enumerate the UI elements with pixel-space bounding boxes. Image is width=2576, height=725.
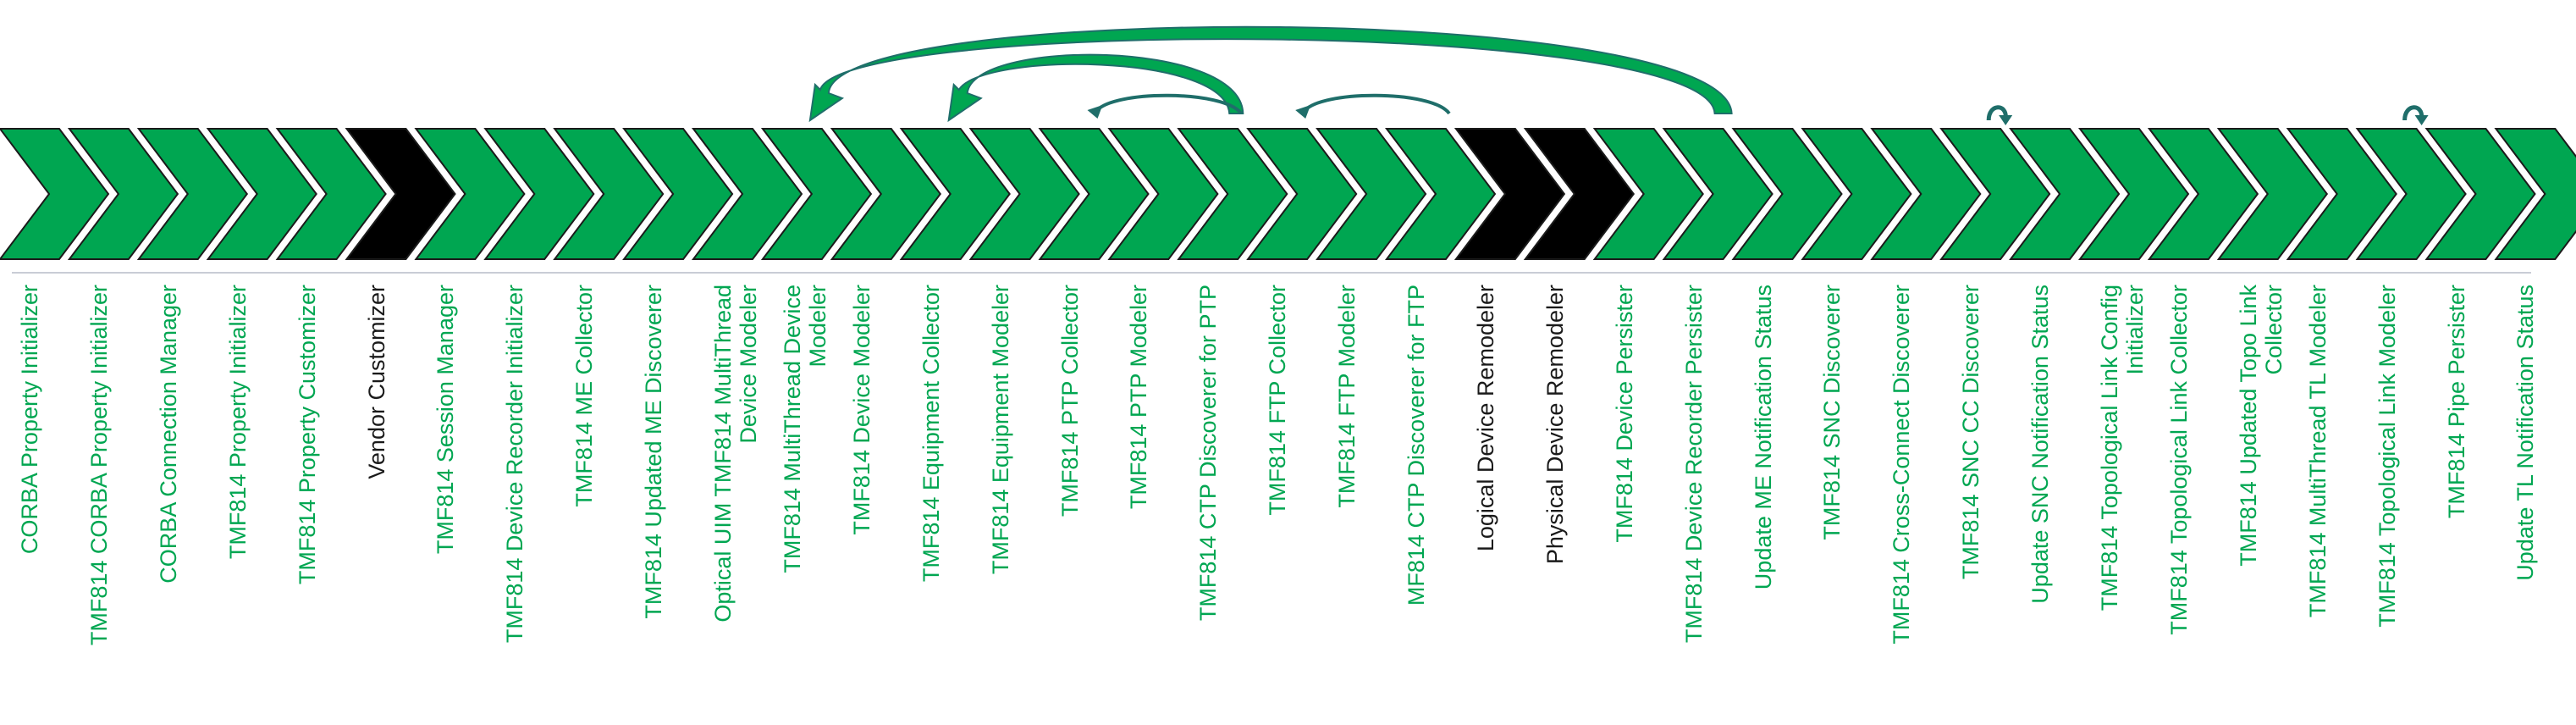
stage-label-32: TMF814 Topological Link Collector — [2165, 285, 2192, 635]
stage-label-6: Vendor Customizer — [363, 285, 389, 479]
stage-label-21: MF814 CTP Discoverer for FTP — [1404, 285, 1429, 606]
stage-label-26: Update ME Notification Status — [1750, 285, 1776, 590]
stage-chevron-14 — [899, 128, 1011, 260]
stage-chevron-30 — [2009, 128, 2121, 260]
stage-chevron-11 — [691, 128, 803, 260]
stage-label-7: TMF814 Session Manager — [433, 285, 459, 555]
stage-label-12: TMF814 MultiThread Device Modeler — [779, 285, 830, 573]
loop-arrow-6 — [2402, 105, 2429, 125]
stage-label-1: CORBA Property Initializer — [17, 285, 42, 555]
stage-label-37: Update TL Notification Status — [2513, 285, 2539, 581]
stage-chevron-27 — [1801, 128, 1912, 260]
stage-label-27: TMF814 SNC Discoverer — [1819, 285, 1845, 540]
stage-label-3: CORBA Connection Manager — [155, 285, 181, 584]
stage-chevron-21 — [1384, 128, 1497, 260]
stage-chevron-32 — [2147, 128, 2259, 260]
stage-label-28: TMF814 Cross-Connect Discoverer — [1889, 285, 1915, 645]
stage-label-9: TMF814 ME Collector — [571, 285, 598, 507]
stage-label-15: TMF814 Equipment Modeler — [987, 285, 1013, 575]
stage-chevron-33 — [2216, 128, 2329, 260]
stage-chevron-22 — [1453, 128, 1566, 260]
loop-arrows — [808, 25, 2429, 125]
stage-label-2: TMF814 CORBA Property Initializer — [85, 285, 112, 646]
stage-chevron-20 — [1316, 128, 1427, 260]
stage-label-17: TMF814 PTP Modeler — [1126, 285, 1152, 510]
stage-chevron-25 — [1662, 128, 1773, 260]
loop-arrow-1 — [808, 25, 1733, 123]
stage-label-11: Optical UIM TMF814 MultiThread Device Mo… — [710, 285, 761, 623]
stage-label-31: TMF814 Topological Link Config Initializ… — [2097, 285, 2148, 612]
chevron-row — [0, 128, 2576, 260]
stage-label-4: TMF814 Property Initializer — [224, 285, 251, 560]
stage-label-20: TMF814 FTP Modeler — [1334, 285, 1360, 508]
stage-chevron-2 — [67, 128, 179, 260]
stage-chevron-28 — [1870, 128, 1982, 260]
loop-arrow-5 — [1986, 105, 2013, 125]
loop-arrow-4 — [1295, 93, 1451, 119]
stage-chevron-9 — [553, 128, 665, 260]
loop-arrow-3 — [1087, 93, 1243, 119]
stage-chevron-36 — [2424, 128, 2536, 260]
stage-chevron-5 — [275, 128, 387, 260]
stage-chevron-35 — [2355, 128, 2467, 260]
stage-chevron-24 — [1592, 128, 1704, 260]
stage-chevron-16 — [1038, 128, 1150, 260]
stage-chevron-15 — [968, 128, 1080, 260]
stage-label-36: TMF814 Pipe Persister — [2443, 285, 2469, 519]
stage-chevron-1 — [0, 128, 110, 260]
stage-chevron-29 — [1939, 128, 2051, 260]
loop-arrow-2 — [947, 53, 1244, 123]
stage-label-30: Update SNC Notification Status — [2027, 285, 2054, 604]
stage-label-10: TMF814 Updated ME Discoverer — [641, 285, 667, 619]
stage-label-5: TMF814 Property Customizer — [294, 285, 320, 585]
stage-chevron-18 — [1177, 128, 1288, 260]
stage-chevron-10 — [622, 128, 734, 260]
stage-label-29: TMF814 SNC CC Discoverer — [1958, 285, 1984, 580]
stage-chevron-23 — [1523, 128, 1636, 260]
stage-chevron-17 — [1107, 128, 1219, 260]
stage-label-35: TMF814 Topological Link Modeler — [2374, 285, 2400, 628]
stage-chevron-19 — [1246, 128, 1358, 260]
stage-label-14: TMF814 Equipment Collector — [918, 285, 944, 583]
stage-label-19: TMF814 FTP Collector — [1265, 285, 1291, 516]
stage-label-34: TMF814 MultiThread TL Modeler — [2304, 285, 2331, 618]
stage-chevron-7 — [414, 128, 526, 260]
stage-label-22: Logical Device Remodeler — [1472, 285, 1498, 552]
stage-chevron-4 — [206, 128, 317, 260]
stage-label-23: Physical Device Remodeler — [1542, 285, 1568, 565]
stage-chevron-34 — [2286, 128, 2397, 260]
stage-chevron-3 — [136, 128, 249, 260]
stage-chevron-37 — [2494, 128, 2576, 260]
stage-chevron-6 — [345, 128, 456, 260]
stage-chevron-26 — [1731, 128, 1843, 260]
stage-label-24: TMF814 Device Persister — [1611, 285, 1637, 543]
stage-chevron-12 — [760, 128, 873, 260]
stage-chevron-31 — [2077, 128, 2190, 260]
stage-label-16: TMF814 PTP Collector — [1056, 285, 1083, 517]
stage-label-25: TMF814 Device Recorder Persister — [1680, 285, 1707, 644]
stage-label-8: TMF814 Device Recorder Initializer — [502, 285, 528, 644]
stage-label-18: TMF814 CTP Discoverer for PTP — [1195, 285, 1222, 622]
stage-label-13: TMF814 Device Modeler — [848, 285, 874, 535]
stage-chevron-13 — [830, 128, 942, 260]
stage-chevron-8 — [483, 128, 595, 260]
stage-label-33: TMF814 Updated Topo Link Collector — [2235, 285, 2286, 567]
